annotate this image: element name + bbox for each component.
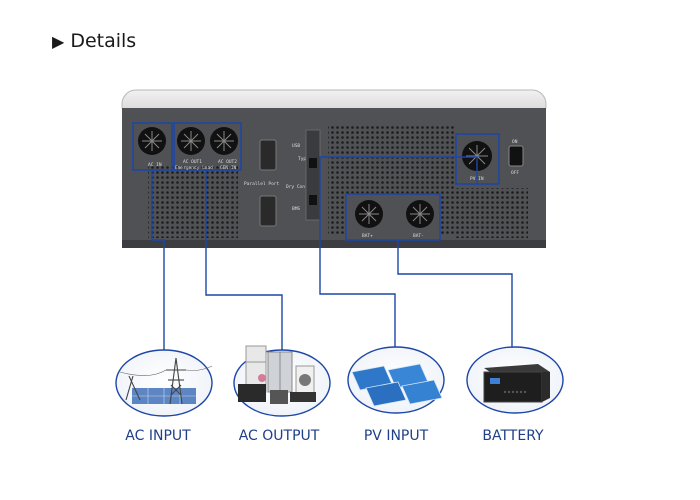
port-label-ac-out2: AC OUT2 [218, 159, 237, 165]
inverter-device: AC IN AC OUT1 Emergency Load AC OUT2 GEN… [121, 89, 547, 248]
category-battery: BATTERY [466, 346, 564, 444]
line-ac-input [151, 170, 165, 355]
device-base [122, 240, 546, 248]
port-label-bms: BMS [292, 206, 300, 212]
home-appliances-icon [238, 345, 316, 404]
line-ac-output [205, 170, 283, 355]
power-tower-icon [119, 357, 213, 405]
vent-grid-left [148, 166, 238, 238]
port-label-parallel: Parallel Port [244, 181, 280, 187]
port-label-usb: USB [292, 143, 300, 149]
line-pv-input [319, 156, 478, 350]
line-battery [397, 240, 513, 350]
battery-pack-icon [483, 364, 550, 403]
vent-grid-right [456, 188, 528, 238]
section-title-text: Details [70, 30, 137, 52]
port-label-emergency-load: Emergency Load [175, 165, 213, 171]
category-ac-input: AC INPUT [115, 349, 213, 444]
switch-label-on: ON [512, 139, 518, 145]
port-label-ac-in: AC IN [148, 162, 162, 168]
solar-panels-icon [351, 363, 443, 407]
power-switch: ON OFF [508, 139, 524, 176]
label-ac-output: AC OUTPUT [239, 428, 320, 444]
label-pv-input: PV INPUT [364, 428, 429, 444]
category-pv-input: PV INPUT [347, 346, 445, 444]
section-title: ▶ Details [52, 30, 136, 52]
port-label-ac-out1: AC OUT1 [183, 159, 202, 165]
port-label-gen-in: GEN IN [220, 165, 237, 171]
play-arrow-icon: ▶ [52, 32, 65, 51]
label-battery: BATTERY [482, 428, 544, 444]
label-ac-input: AC INPUT [125, 428, 191, 444]
port-label-bat-neg: BAT- [413, 233, 424, 239]
connection-lines [151, 156, 513, 355]
port-label-bat-pos: BAT+ [362, 233, 373, 239]
port-label-dry-contact: Dry Contact [286, 184, 316, 190]
category-ac-output: AC OUTPUT [233, 345, 331, 444]
port-battery: BAT+ BAT- [345, 193, 441, 241]
comm-ports: Parallel Port USB Type-B Dry Contact BMS [244, 129, 321, 227]
port-ac-out: AC OUT1 Emergency Load AC OUT2 GEN IN [173, 122, 242, 171]
switch-label-off: OFF [511, 170, 519, 176]
